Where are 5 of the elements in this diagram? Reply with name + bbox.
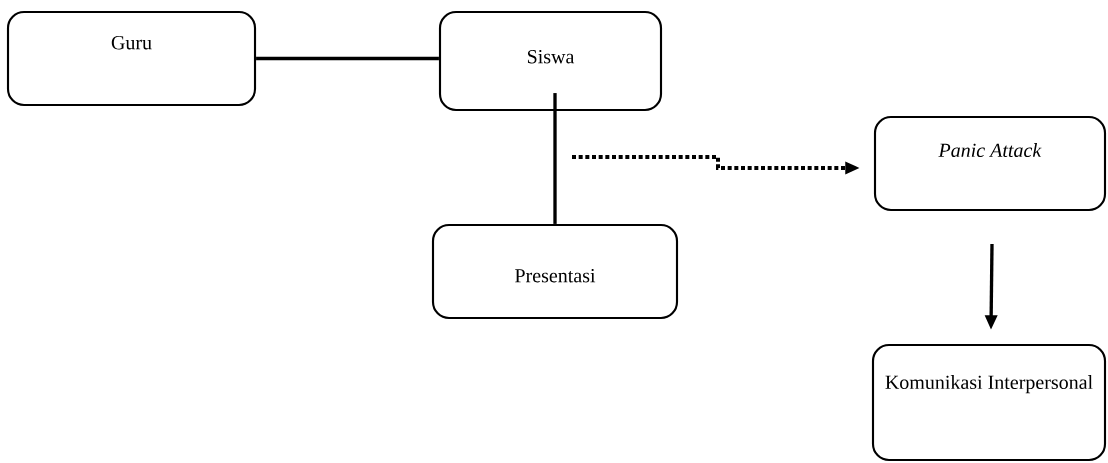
process-box: Guru <box>6 10 257 107</box>
process-box: Komunikasi Interpersonal <box>871 343 1107 462</box>
process-box: Panic Attack <box>873 115 1107 212</box>
process-box: Presentasi <box>431 223 679 320</box>
process-box: Siswa <box>438 10 663 112</box>
